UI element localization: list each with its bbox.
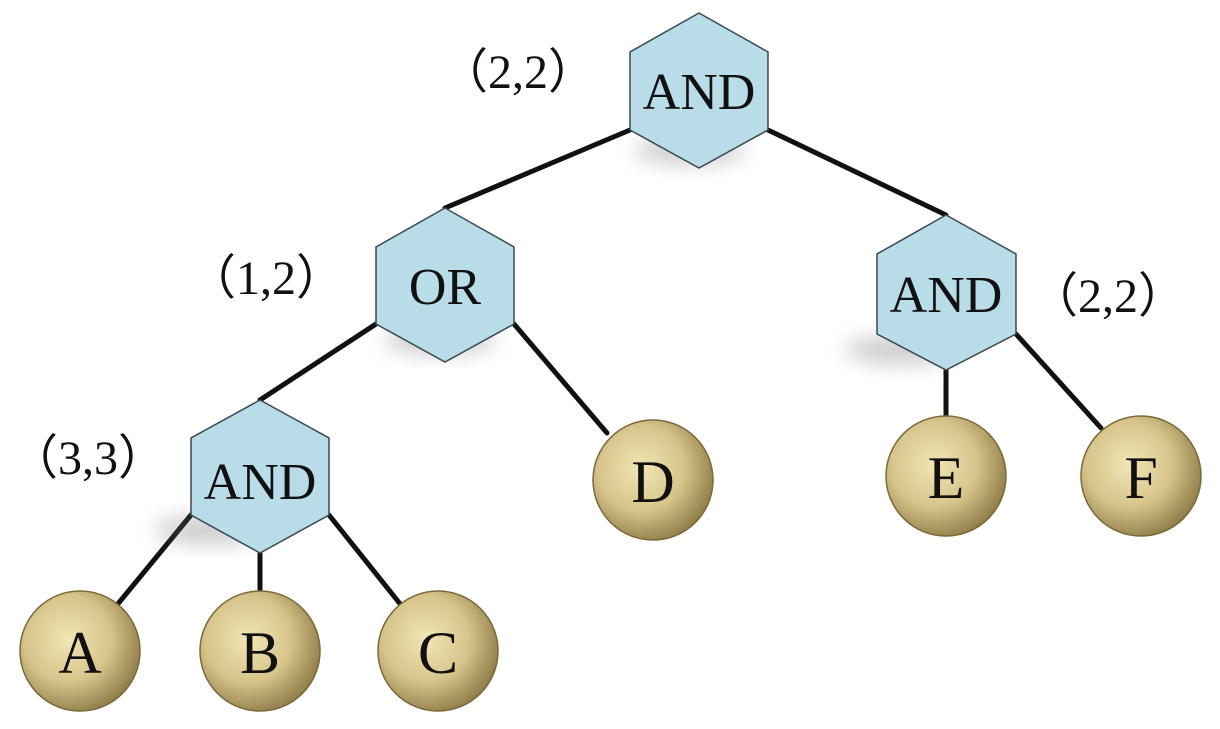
gate-and-left: AND [190, 399, 330, 554]
leaf-b-circle [199, 590, 321, 712]
leaf-f-circle [1080, 415, 1202, 537]
leaf-d: D [592, 419, 714, 541]
edge-and-left-c [326, 512, 404, 608]
threshold-and-left: （3,3） [10, 432, 166, 485]
leaf-e-label: E [928, 445, 965, 511]
gate-or: OR [375, 207, 515, 363]
gate-and-left-hexagon [190, 399, 330, 554]
leaf-f-label: F [1124, 445, 1157, 511]
gate-root: AND [629, 12, 769, 169]
leaf-d-circle [592, 419, 714, 541]
gate-and-left-label: AND [204, 454, 317, 511]
gate-root-label: AND [643, 64, 756, 121]
gate-or-label: OR [409, 259, 482, 316]
edge-root-and-right [765, 127, 949, 218]
leaf-a-label: A [58, 620, 101, 686]
leaf-a-circle [19, 590, 141, 712]
edge-root-or [442, 127, 633, 211]
threshold-or: （1,2） [188, 252, 344, 305]
edge-or-d [511, 321, 610, 436]
leaf-c-circle [377, 590, 499, 712]
leaf-f: F [1080, 415, 1202, 537]
edge-or-and-left [257, 321, 379, 403]
leaf-c-label: C [418, 620, 458, 686]
leaf-e: E [885, 415, 1007, 537]
gate-root-hexagon [629, 12, 769, 169]
gate-and-right-hexagon [876, 214, 1017, 371]
threshold-root: （2,2） [440, 46, 596, 99]
edge-and-right-f [1013, 331, 1104, 431]
leaf-d-label: D [631, 449, 674, 515]
leaf-b-label: B [240, 620, 280, 686]
gate-and-right: AND [876, 214, 1017, 371]
leaf-a: A [19, 590, 141, 712]
leaf-b: B [199, 590, 321, 712]
gate-and-right-label: AND [890, 267, 1003, 324]
leaf-c: C [377, 590, 499, 712]
leaf-e-circle [885, 415, 1007, 537]
gate-or-hexagon [375, 207, 515, 363]
threshold-and-right: （2,2） [1030, 270, 1186, 323]
